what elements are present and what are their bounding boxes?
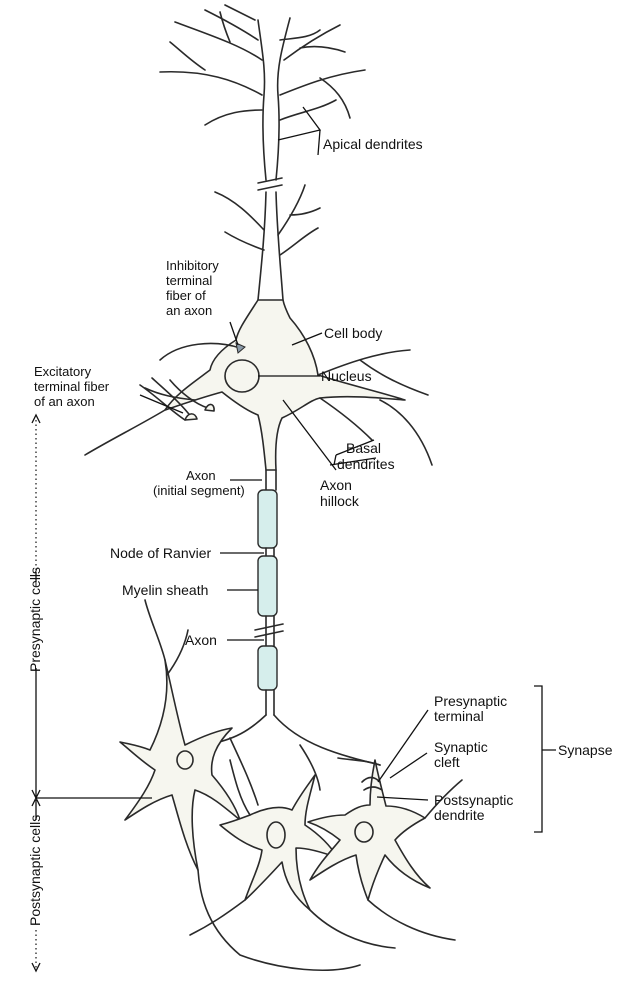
postsynaptic-dendrites-bottom <box>190 870 455 970</box>
apical-dendrite-tree <box>160 5 365 300</box>
label-nucleus: Nucleus <box>321 368 372 384</box>
label-axon-hillock: Axon hillock <box>320 477 360 509</box>
postsynaptic-cell-right <box>308 760 462 900</box>
postsynaptic-cell-left <box>120 600 240 870</box>
label-presynaptic-terminal: Presynaptic terminal <box>434 693 511 724</box>
postsynaptic-cell-middle <box>220 760 338 910</box>
label-node-of-ranvier: Node of Ranvier <box>110 545 212 561</box>
label-apical-dendrites: Apical dendrites <box>323 136 423 152</box>
label-synaptic-cleft: Synaptic cleft <box>434 739 492 770</box>
nucleus-shape <box>225 360 259 392</box>
label-postsynaptic-dendrite: Postsynaptic dendrite <box>434 792 517 823</box>
label-axon-initial: Axon (initial segment) <box>153 468 245 498</box>
label-synapse: Synapse <box>558 742 613 758</box>
label-basal-dendrites: Basal dendrites <box>337 440 395 472</box>
label-axon: Axon <box>185 632 217 648</box>
myelin-segment-1 <box>258 490 277 548</box>
label-cell-body: Cell body <box>324 325 382 341</box>
label-excitatory: Excitatory terminal fiber of an axon <box>34 364 113 409</box>
myelin-segment-3 <box>258 646 277 690</box>
label-inhibitory: Inhibitory terminal fiber of an axon <box>166 258 222 318</box>
myelin-segment-2 <box>258 556 277 616</box>
label-myelin-sheath: Myelin sheath <box>122 582 208 598</box>
axon <box>255 470 283 715</box>
label-presynaptic-cells: Presynaptic cells <box>27 567 43 672</box>
label-postsynaptic-cells: Postsynaptic cells <box>27 815 43 926</box>
